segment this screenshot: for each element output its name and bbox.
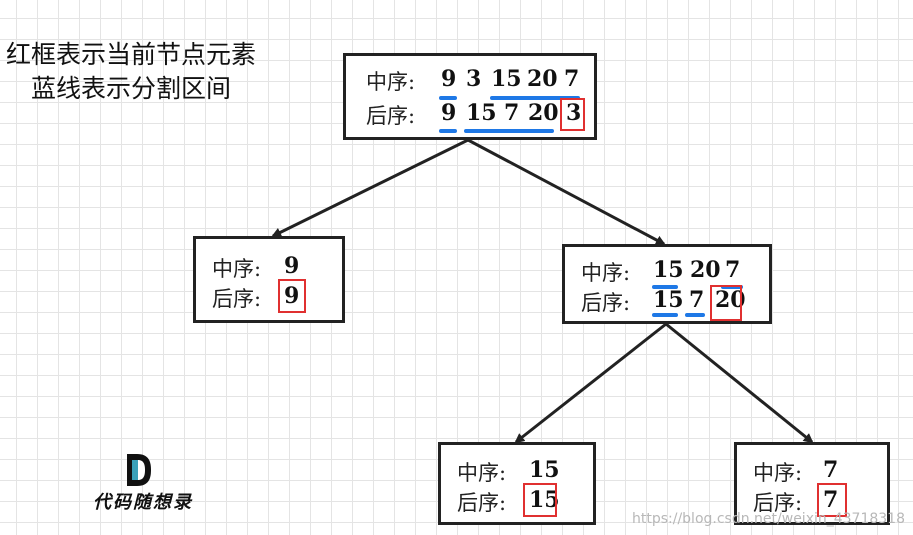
logo: 代码随想录 (83, 452, 203, 522)
edge-root-left (271, 138, 469, 238)
current-node-highlight (278, 279, 306, 313)
node-right-right: 中序: 7 后序: 7 (734, 442, 890, 525)
inorder-value: 15 (491, 66, 522, 92)
legend-blue-line-text: 蓝线表示分割区间 (30, 74, 231, 103)
watermark: https://blog.csdn.net/weixin_43718318 (631, 511, 905, 527)
postorder-label: 后序: (581, 291, 631, 315)
edge-right-rightleft (514, 322, 667, 444)
split-underline (721, 285, 743, 289)
postorder-row: 后序: 7 (737, 487, 887, 517)
split-underline (685, 313, 705, 317)
split-underline (490, 96, 580, 100)
postorder-value: 15 (653, 287, 684, 313)
inorder-label: 中序: (212, 257, 262, 281)
split-underline (652, 313, 678, 317)
legend-red-box-text: 红框表示当前节点元素 (5, 40, 256, 69)
node-right: 中序: 15 20 7 后序: 15 7 20 (562, 244, 772, 324)
postorder-row: 后序: 15 7 20 (565, 287, 769, 317)
postorder-value: 15 (466, 100, 497, 126)
inorder-row: 中序: 9 3 15 20 7 (346, 66, 594, 96)
node-right-left: 中序: 15 后序: 15 (438, 442, 596, 525)
edge-root-right (467, 138, 666, 246)
postorder-value: 20 (528, 100, 559, 126)
inorder-label: 中序: (457, 461, 507, 485)
inorder-value: 7 (725, 257, 741, 283)
node-left: 中序: 9 后序: 9 (193, 236, 345, 323)
inorder-value: 9 (284, 253, 300, 279)
logo-text: 代码随想录 (93, 492, 193, 513)
postorder-value: 9 (284, 283, 300, 309)
postorder-value: 15 (529, 487, 560, 513)
current-node-highlight (523, 483, 557, 517)
node-root: 中序: 9 3 15 20 7 后序: 9 15 7 20 3 (343, 53, 597, 140)
postorder-value: 7 (823, 487, 839, 513)
inorder-label: 中序: (753, 461, 803, 485)
postorder-row: 后序: 9 15 7 20 3 (346, 100, 594, 130)
current-node-highlight (560, 98, 585, 131)
postorder-label: 后序: (753, 491, 803, 515)
postorder-label: 后序: (457, 491, 507, 515)
postorder-value: 7 (689, 287, 705, 313)
edge-right-rightright (665, 322, 814, 444)
inorder-row: 中序: 9 (196, 253, 342, 283)
inorder-label: 中序: (366, 70, 416, 94)
postorder-label: 后序: (212, 287, 262, 311)
split-underline (464, 129, 554, 133)
postorder-value: 7 (504, 100, 520, 126)
split-underline (439, 96, 457, 100)
current-node-highlight (710, 285, 742, 321)
postorder-row: 后序: 15 (441, 487, 593, 517)
split-underline (652, 285, 678, 289)
split-underline (439, 129, 457, 133)
inorder-row: 中序: 15 (441, 457, 593, 487)
postorder-value: 9 (441, 100, 457, 126)
inorder-value: 15 (529, 457, 560, 483)
inorder-value: 9 (441, 66, 457, 92)
inorder-value: 7 (564, 66, 580, 92)
legend: 红框表示当前节点元素 蓝线表示分割区间 (2, 38, 260, 106)
logo-d-mark (127, 454, 151, 486)
inorder-value: 20 (527, 66, 558, 92)
inorder-value: 20 (690, 257, 721, 283)
current-node-highlight (817, 483, 847, 517)
postorder-label: 后序: (366, 104, 416, 128)
inorder-row: 中序: 7 (737, 457, 887, 487)
postorder-value: 3 (566, 100, 582, 126)
postorder-row: 后序: 9 (196, 283, 342, 313)
inorder-value: 7 (823, 457, 839, 483)
inorder-row: 中序: 15 20 7 (565, 257, 769, 287)
inorder-value: 3 (466, 66, 482, 92)
inorder-label: 中序: (581, 261, 631, 285)
inorder-value: 15 (653, 257, 684, 283)
